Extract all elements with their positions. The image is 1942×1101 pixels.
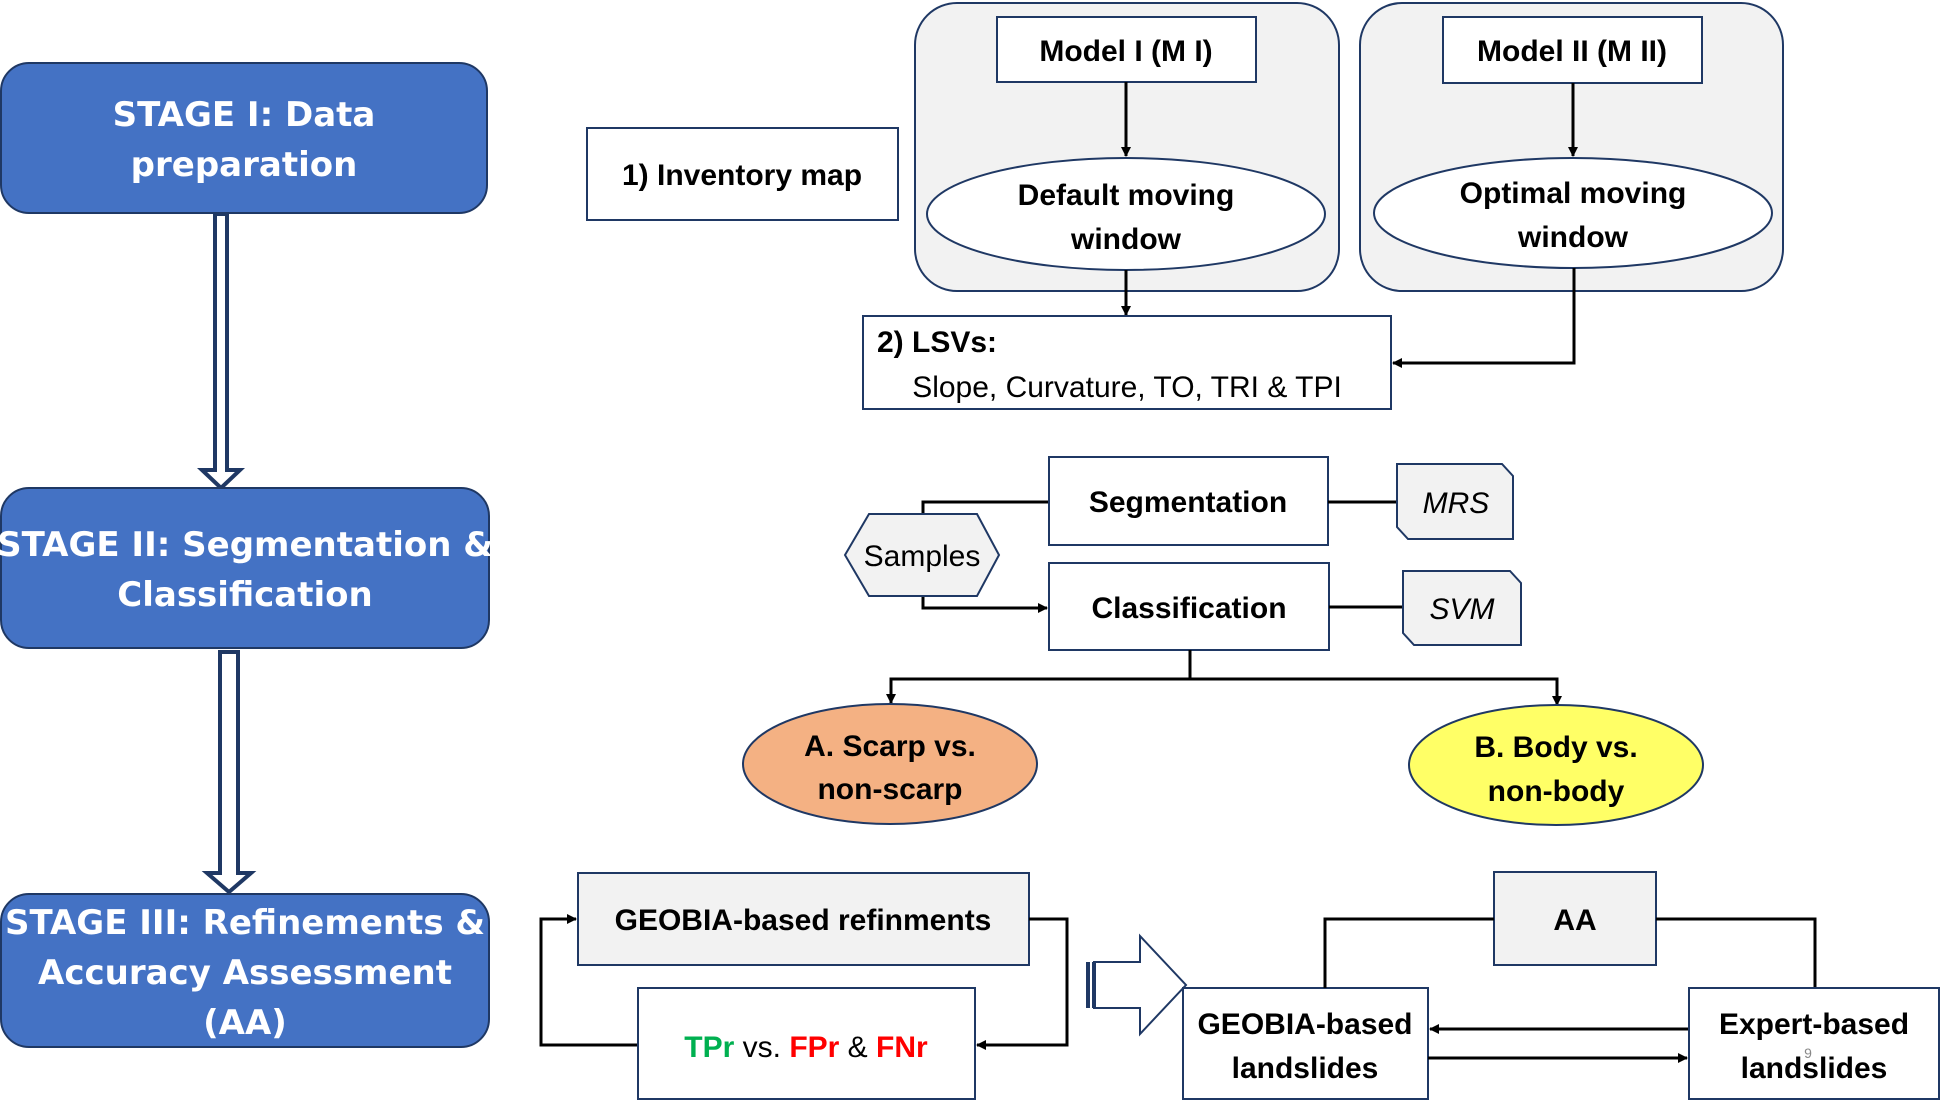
segmentation-label: Segmentation xyxy=(1089,486,1287,519)
rates-label: TPr vs. FPr & FNr xyxy=(684,1031,928,1064)
classification-label: Classification xyxy=(1091,592,1286,625)
stage-2-line-1: STAGE II: Segmentation & xyxy=(0,525,493,565)
geobia-landslides-line-2: landslides xyxy=(1232,1052,1379,1085)
stage-3-line-2: Accuracy Assessment xyxy=(38,953,452,993)
model-1-box xyxy=(996,16,1257,83)
classification-to-scarp-arrow xyxy=(886,650,1192,704)
tpr-text: TPr xyxy=(684,1031,734,1064)
stage-1-line-1: STAGE I: Data xyxy=(113,95,376,135)
refinements-to-rates-arrow xyxy=(976,917,1069,1050)
body-ellipse: B. Body vs. non-body xyxy=(1408,704,1704,826)
default-window-line-2: window xyxy=(1070,223,1182,256)
samples-label: Samples xyxy=(864,540,981,573)
big-right-arrow xyxy=(1086,933,1188,1037)
geobia-landslides-line-1: GEOBIA-based xyxy=(1197,1008,1412,1041)
fnr-text: FNr xyxy=(876,1031,928,1064)
scarp-line-1: A. Scarp vs. xyxy=(804,730,976,763)
stage-3-line-1: STAGE III: Refinements & xyxy=(5,903,485,943)
fpr-text: FPr xyxy=(789,1031,839,1064)
classification-box: Classification xyxy=(1048,562,1330,651)
model-1-group: Model I (M I) Default moving window xyxy=(914,2,1340,292)
samples-to-classification-arrow xyxy=(921,596,1048,613)
geobia-refinements-box: GEOBIA-based refinments xyxy=(577,872,1030,966)
stage-3-line-3: (AA) xyxy=(203,1003,287,1043)
optimal-window-line-2: window xyxy=(1517,221,1629,254)
scarp-line-2: non-scarp xyxy=(817,773,962,806)
scarp-ellipse: A. Scarp vs. non-scarp xyxy=(742,703,1038,825)
inventory-map-box: 1) Inventory map xyxy=(586,127,899,221)
lsvs-box: 2) LSVs: Slope, Curvature, TO, TRI & TPI xyxy=(862,315,1392,410)
model-2-box xyxy=(1442,16,1703,84)
rates-box: TPr vs. FPr & FNr xyxy=(637,987,976,1100)
aa-box: AA xyxy=(1493,871,1657,966)
geobia-refinements-label: GEOBIA-based refinments xyxy=(615,904,992,937)
rates-to-refinements-arrow xyxy=(539,914,638,1047)
lsvs-title: 2) LSVs: xyxy=(877,326,997,359)
page-number: 9 xyxy=(1804,1045,1812,1061)
inventory-map-label: 1) Inventory map xyxy=(622,159,862,192)
svm-box: SVM xyxy=(1402,570,1522,646)
stage-1-box: STAGE I: Data preparation xyxy=(0,62,488,214)
body-line-2: non-body xyxy=(1488,775,1625,808)
default-window-line-1: Default moving xyxy=(1018,179,1235,212)
mrs-box: MRS xyxy=(1396,463,1514,540)
stage-2-line-2: Classification xyxy=(117,575,372,615)
expert-landslides-line-2: landslides xyxy=(1741,1052,1888,1085)
model-2-label: Model II (M II) xyxy=(1477,35,1667,68)
classification-to-body-arrow xyxy=(1190,677,1562,706)
samples-to-segmentation-line xyxy=(921,500,1049,515)
geobia-aa-line xyxy=(1323,917,1494,988)
segmentation-box: Segmentation xyxy=(1048,456,1329,546)
geobia-landslides-box: GEOBIA-based landslides xyxy=(1182,987,1429,1100)
stage-2-box: STAGE II: Segmentation & Classification xyxy=(0,487,493,649)
amp-text: & xyxy=(839,1031,876,1064)
expert-landslides-line-1: Expert-based xyxy=(1719,1008,1909,1041)
mrs-label: MRS xyxy=(1423,487,1490,520)
stage-2-to-3-arrow xyxy=(201,650,257,895)
optimal-to-lsvs-arrow xyxy=(1392,268,1576,368)
aa-label: AA xyxy=(1553,904,1596,937)
stage-3-box: STAGE III: Refinements & Accuracy Assess… xyxy=(0,893,490,1048)
samples-hexagon: Samples xyxy=(843,513,1001,597)
svm-label: SVM xyxy=(1429,593,1494,626)
stage-1-to-2-arrow xyxy=(196,212,246,491)
model-2-group: Model II (M II) Optimal moving window xyxy=(1359,2,1784,292)
vs-text: vs. xyxy=(734,1031,789,1064)
model-1-label: Model I (M I) xyxy=(1039,35,1212,68)
aa-expert-line xyxy=(1656,917,1817,988)
body-line-1: B. Body vs. xyxy=(1474,731,1637,764)
stage-1-line-2: preparation xyxy=(131,145,358,185)
expert-landslides-box: Expert-based landslides xyxy=(1688,987,1940,1100)
lsvs-list: Slope, Curvature, TO, TRI & TPI xyxy=(912,371,1342,404)
optimal-window-line-1: Optimal moving xyxy=(1460,177,1687,210)
